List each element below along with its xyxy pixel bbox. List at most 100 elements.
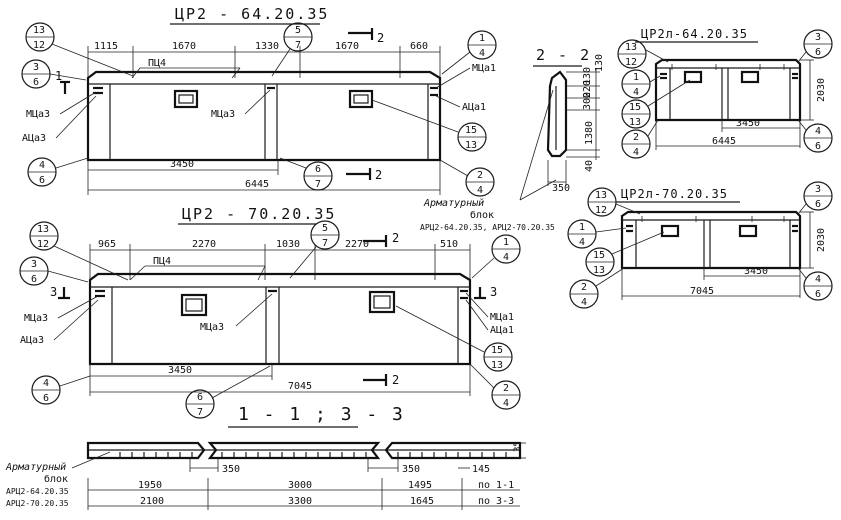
svg-text:4: 4 bbox=[477, 185, 483, 196]
dim-s13-1495: 1495 bbox=[408, 480, 432, 491]
dim-sec22-350: 350 bbox=[552, 183, 570, 194]
bubble-4-6-p1: 46 bbox=[27, 157, 89, 187]
bubble-5-7-p1: 57 bbox=[271, 22, 313, 77]
label-mcha1-p2: МЦа1 bbox=[490, 312, 514, 323]
svg-text:3: 3 bbox=[815, 32, 821, 43]
label-atsa3-p2: АЦа3 bbox=[20, 335, 44, 346]
dim-s13-350b: 350 bbox=[402, 464, 420, 475]
svg-text:13: 13 bbox=[37, 224, 49, 235]
dim-bottom-3450-p1: 3450 bbox=[170, 159, 194, 170]
bubble-1-4-r2: 14 bbox=[567, 219, 627, 249]
svg-text:7: 7 bbox=[197, 407, 203, 418]
dim-top-1115: 1115 bbox=[94, 41, 118, 52]
bubble-2-4-r2: 24 bbox=[569, 267, 625, 309]
svg-text:6: 6 bbox=[815, 141, 821, 152]
dim-top-2270b: 2270 bbox=[345, 239, 369, 250]
cut-mark-2-bottom-p2: 2 bbox=[392, 373, 399, 387]
label-armatur-codes-s22: АРЦ2-64.20.35, АРЦ2-70.20.35 bbox=[420, 223, 555, 232]
label-armatur-code1-s13: АРЦ2-64.20.35 bbox=[6, 487, 69, 496]
svg-text:4: 4 bbox=[503, 252, 509, 263]
dim-s13-1950: 1950 bbox=[138, 480, 162, 491]
bubble-3-6-r2: 36 bbox=[797, 181, 833, 215]
svg-text:2: 2 bbox=[503, 383, 509, 394]
svg-text:15: 15 bbox=[465, 125, 477, 136]
svg-text:15: 15 bbox=[593, 250, 605, 261]
bubble-2-4-p2: 24 bbox=[469, 363, 521, 410]
svg-text:4: 4 bbox=[503, 398, 509, 409]
svg-text:12: 12 bbox=[33, 40, 45, 51]
panel-tsr2-70: 965 2270 1030 2270 510 ПЦ4 3450 7045 МЦа… bbox=[19, 220, 521, 419]
svg-text:12: 12 bbox=[625, 57, 637, 68]
dim-sec22-130a: 130 bbox=[594, 54, 605, 72]
bubble-6-7-p2: 67 bbox=[185, 365, 271, 419]
cut-mark-1-left: 1 bbox=[55, 69, 62, 83]
svg-text:6: 6 bbox=[31, 274, 37, 285]
svg-text:1: 1 bbox=[633, 72, 639, 83]
label-armatur-blok-s13: блок bbox=[44, 473, 68, 485]
title-section-2-2: 2 - 2 bbox=[536, 46, 591, 64]
svg-text:12: 12 bbox=[595, 205, 607, 216]
dim-s13-1645: 1645 bbox=[410, 496, 434, 507]
title-section-1-1-3-3: 1 - 1 ; 3 - 3 bbox=[238, 404, 405, 425]
svg-text:2: 2 bbox=[633, 132, 639, 143]
bubble-1-4-r1: 14 bbox=[621, 69, 661, 99]
svg-text:3: 3 bbox=[31, 259, 37, 270]
svg-text:4: 4 bbox=[579, 237, 585, 248]
bubble-3-6-r1: 36 bbox=[797, 29, 833, 63]
bubble-1-4-p1: 14 bbox=[441, 30, 497, 75]
title-tsr2l-70: ЦР2л-70.20.35 bbox=[621, 187, 728, 201]
dim-top-2270a: 2270 bbox=[192, 239, 216, 250]
svg-text:5: 5 bbox=[322, 223, 328, 234]
label-mcha3-mid-p1: МЦа3 bbox=[211, 109, 235, 120]
svg-text:4: 4 bbox=[815, 274, 821, 285]
label-armatur-blok-s22: блок bbox=[470, 209, 494, 221]
dim-bottom-6445-p1: 6445 bbox=[245, 179, 269, 190]
dim-bottom-7045-p2: 7045 bbox=[288, 381, 312, 392]
svg-text:13: 13 bbox=[625, 42, 637, 53]
svg-text:6: 6 bbox=[815, 289, 821, 300]
dim-top-660: 660 bbox=[410, 41, 428, 52]
svg-text:13: 13 bbox=[465, 140, 477, 151]
dim-sec22-300: 300 bbox=[582, 92, 593, 110]
svg-text:7: 7 bbox=[322, 238, 328, 249]
label-mcha3-p2: МЦа3 bbox=[24, 313, 48, 324]
section-1-1-3-3: 350 350 145 35 1950 3000 1495 по 1-1 210… bbox=[5, 441, 526, 510]
svg-text:13: 13 bbox=[491, 360, 503, 371]
svg-text:2: 2 bbox=[581, 282, 587, 293]
svg-text:4: 4 bbox=[39, 160, 45, 171]
dim-r2-2030: 2030 bbox=[816, 228, 827, 252]
section-2-2: 130 130 220 300 1380 40 350 Арматурный б… bbox=[420, 54, 605, 232]
bubble-4-6-r1: 46 bbox=[797, 119, 833, 153]
dim-sec22-220: 220 bbox=[582, 80, 593, 98]
label-armatur-title-s22: Арматурный bbox=[423, 197, 484, 209]
label-armatur-code2-s13: АРЦ2-70.20.35 bbox=[6, 499, 69, 508]
label-armatur-title-s13: Арматурный bbox=[5, 461, 66, 473]
cut-mark-2-top: 2 bbox=[377, 31, 384, 45]
title-tsr2l-64: ЦР2л-64.20.35 bbox=[641, 27, 748, 41]
ribs-section bbox=[119, 452, 507, 457]
dim-r1-2030: 2030 bbox=[816, 78, 827, 102]
bubble-2-4-p1: 24 bbox=[439, 159, 495, 197]
dim-top-1670b: 1670 bbox=[335, 41, 359, 52]
title-tsr2-70: ЦР2 - 70.20.35 bbox=[182, 205, 336, 223]
svg-text:6: 6 bbox=[43, 393, 49, 404]
dim-r1-6445: 6445 bbox=[712, 136, 736, 147]
label-atsa1-p1: АЦа1 bbox=[462, 102, 486, 113]
label-pts4-p2: ПЦ4 bbox=[153, 256, 171, 267]
dim-sec22-130b: 130 bbox=[582, 67, 593, 85]
cut-mark-2-bottom: 2 bbox=[375, 168, 382, 182]
svg-text:6: 6 bbox=[315, 164, 321, 175]
dim-s13-3000: 3000 bbox=[288, 480, 312, 491]
label-po-1-1: по 1-1 bbox=[478, 480, 514, 491]
label-atsa1-p2: АЦа1 bbox=[490, 325, 514, 336]
svg-text:6: 6 bbox=[815, 199, 821, 210]
dim-sec22-40: 40 bbox=[584, 160, 595, 172]
svg-text:7: 7 bbox=[295, 40, 301, 51]
